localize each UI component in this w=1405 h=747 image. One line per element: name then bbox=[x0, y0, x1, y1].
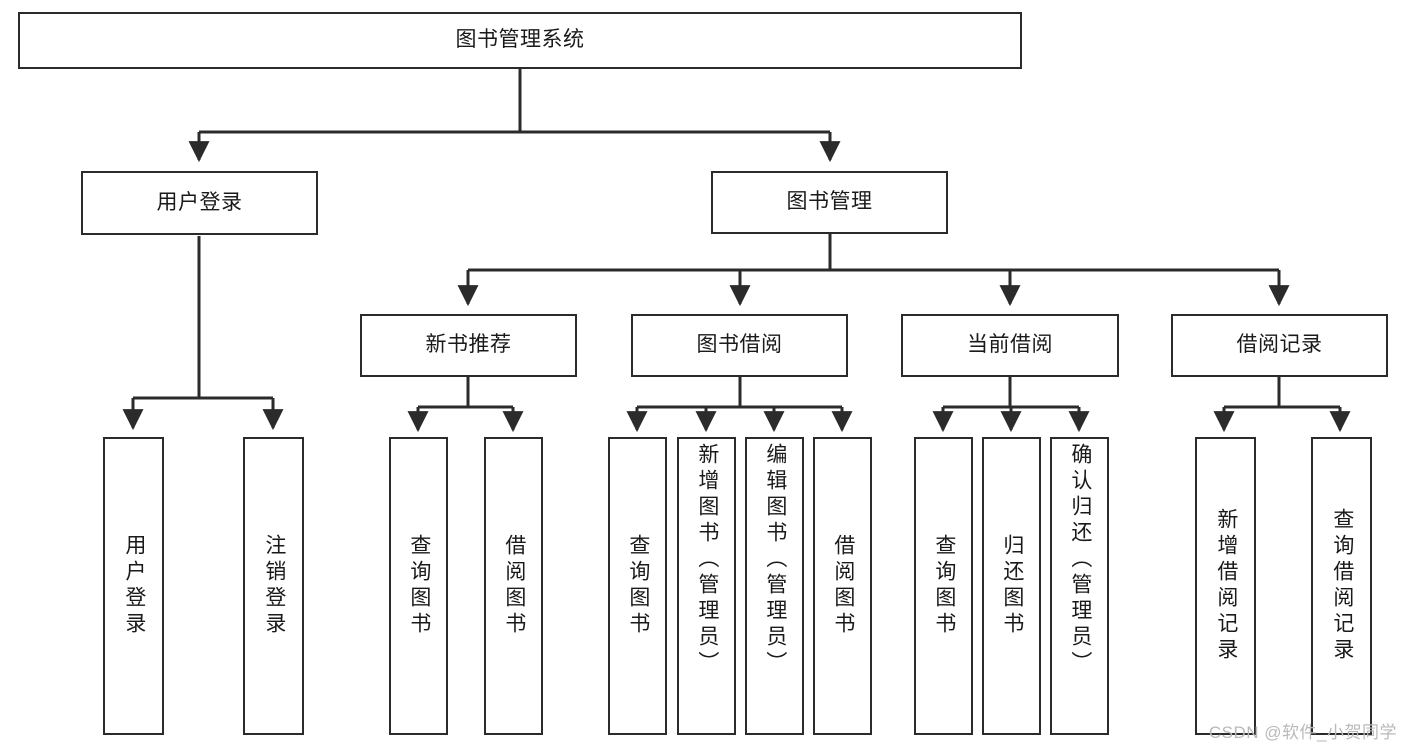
node-label: 注销登录 bbox=[262, 534, 286, 638]
node-label: 查询图书 bbox=[626, 534, 650, 638]
node-borrow-record[interactable]: 借阅记录 bbox=[1171, 314, 1388, 377]
node-label: 用户登录 bbox=[156, 190, 243, 214]
node-label: 图书借阅 bbox=[696, 333, 783, 357]
node-new-book-recommend[interactable]: 新书推荐 bbox=[360, 314, 577, 377]
node-user-login[interactable]: 用户登录 bbox=[81, 171, 318, 235]
leaf-confirm-return-admin[interactable]: 确认归还（管理员） bbox=[1050, 437, 1109, 735]
node-current-borrow[interactable]: 当前借阅 bbox=[901, 314, 1119, 377]
leaf-query-book-borrow[interactable]: 查询图书 bbox=[608, 437, 667, 735]
leaf-add-borrow-record[interactable]: 新增借阅记录 bbox=[1195, 437, 1256, 735]
node-book-management[interactable]: 图书管理 bbox=[711, 171, 948, 234]
node-label: 归还图书 bbox=[1000, 534, 1024, 638]
node-label: 查询借阅记录 bbox=[1330, 508, 1354, 664]
node-label: 新书推荐 bbox=[425, 333, 512, 357]
node-label: 查询图书 bbox=[932, 534, 956, 638]
leaf-return-book[interactable]: 归还图书 bbox=[982, 437, 1041, 735]
leaf-user-login[interactable]: 用户登录 bbox=[103, 437, 164, 735]
node-label: 图书管理系统 bbox=[455, 28, 585, 52]
leaf-logout[interactable]: 注销登录 bbox=[243, 437, 304, 735]
node-root-system[interactable]: 图书管理系统 bbox=[18, 12, 1022, 69]
node-label: 借阅图书 bbox=[831, 534, 855, 638]
node-label: 用户登录 bbox=[122, 534, 146, 638]
node-label: 当前借阅 bbox=[967, 333, 1053, 357]
leaf-borrow-book[interactable]: 借阅图书 bbox=[813, 437, 872, 735]
leaf-borrow-book-recommend[interactable]: 借阅图书 bbox=[484, 437, 543, 735]
node-book-borrow[interactable]: 图书借阅 bbox=[631, 314, 848, 377]
leaf-query-borrow-record[interactable]: 查询借阅记录 bbox=[1311, 437, 1372, 735]
leaf-query-book-current[interactable]: 查询图书 bbox=[914, 437, 973, 735]
node-label: 借阅图书 bbox=[502, 534, 526, 638]
node-label: 确认归还（管理员） bbox=[1068, 443, 1092, 677]
node-label: 借阅记录 bbox=[1236, 333, 1323, 357]
node-label: 图书管理 bbox=[786, 190, 873, 214]
leaf-edit-book-admin[interactable]: 编辑图书（管理员） bbox=[745, 437, 804, 735]
leaf-add-book-admin[interactable]: 新增图书（管理员） bbox=[677, 437, 736, 735]
node-label: 查询图书 bbox=[407, 534, 431, 638]
node-label: 编辑图书（管理员） bbox=[763, 443, 787, 677]
node-label: 新增借阅记录 bbox=[1214, 508, 1238, 664]
leaf-query-book-recommend[interactable]: 查询图书 bbox=[389, 437, 448, 735]
node-label: 新增图书（管理员） bbox=[695, 443, 719, 677]
